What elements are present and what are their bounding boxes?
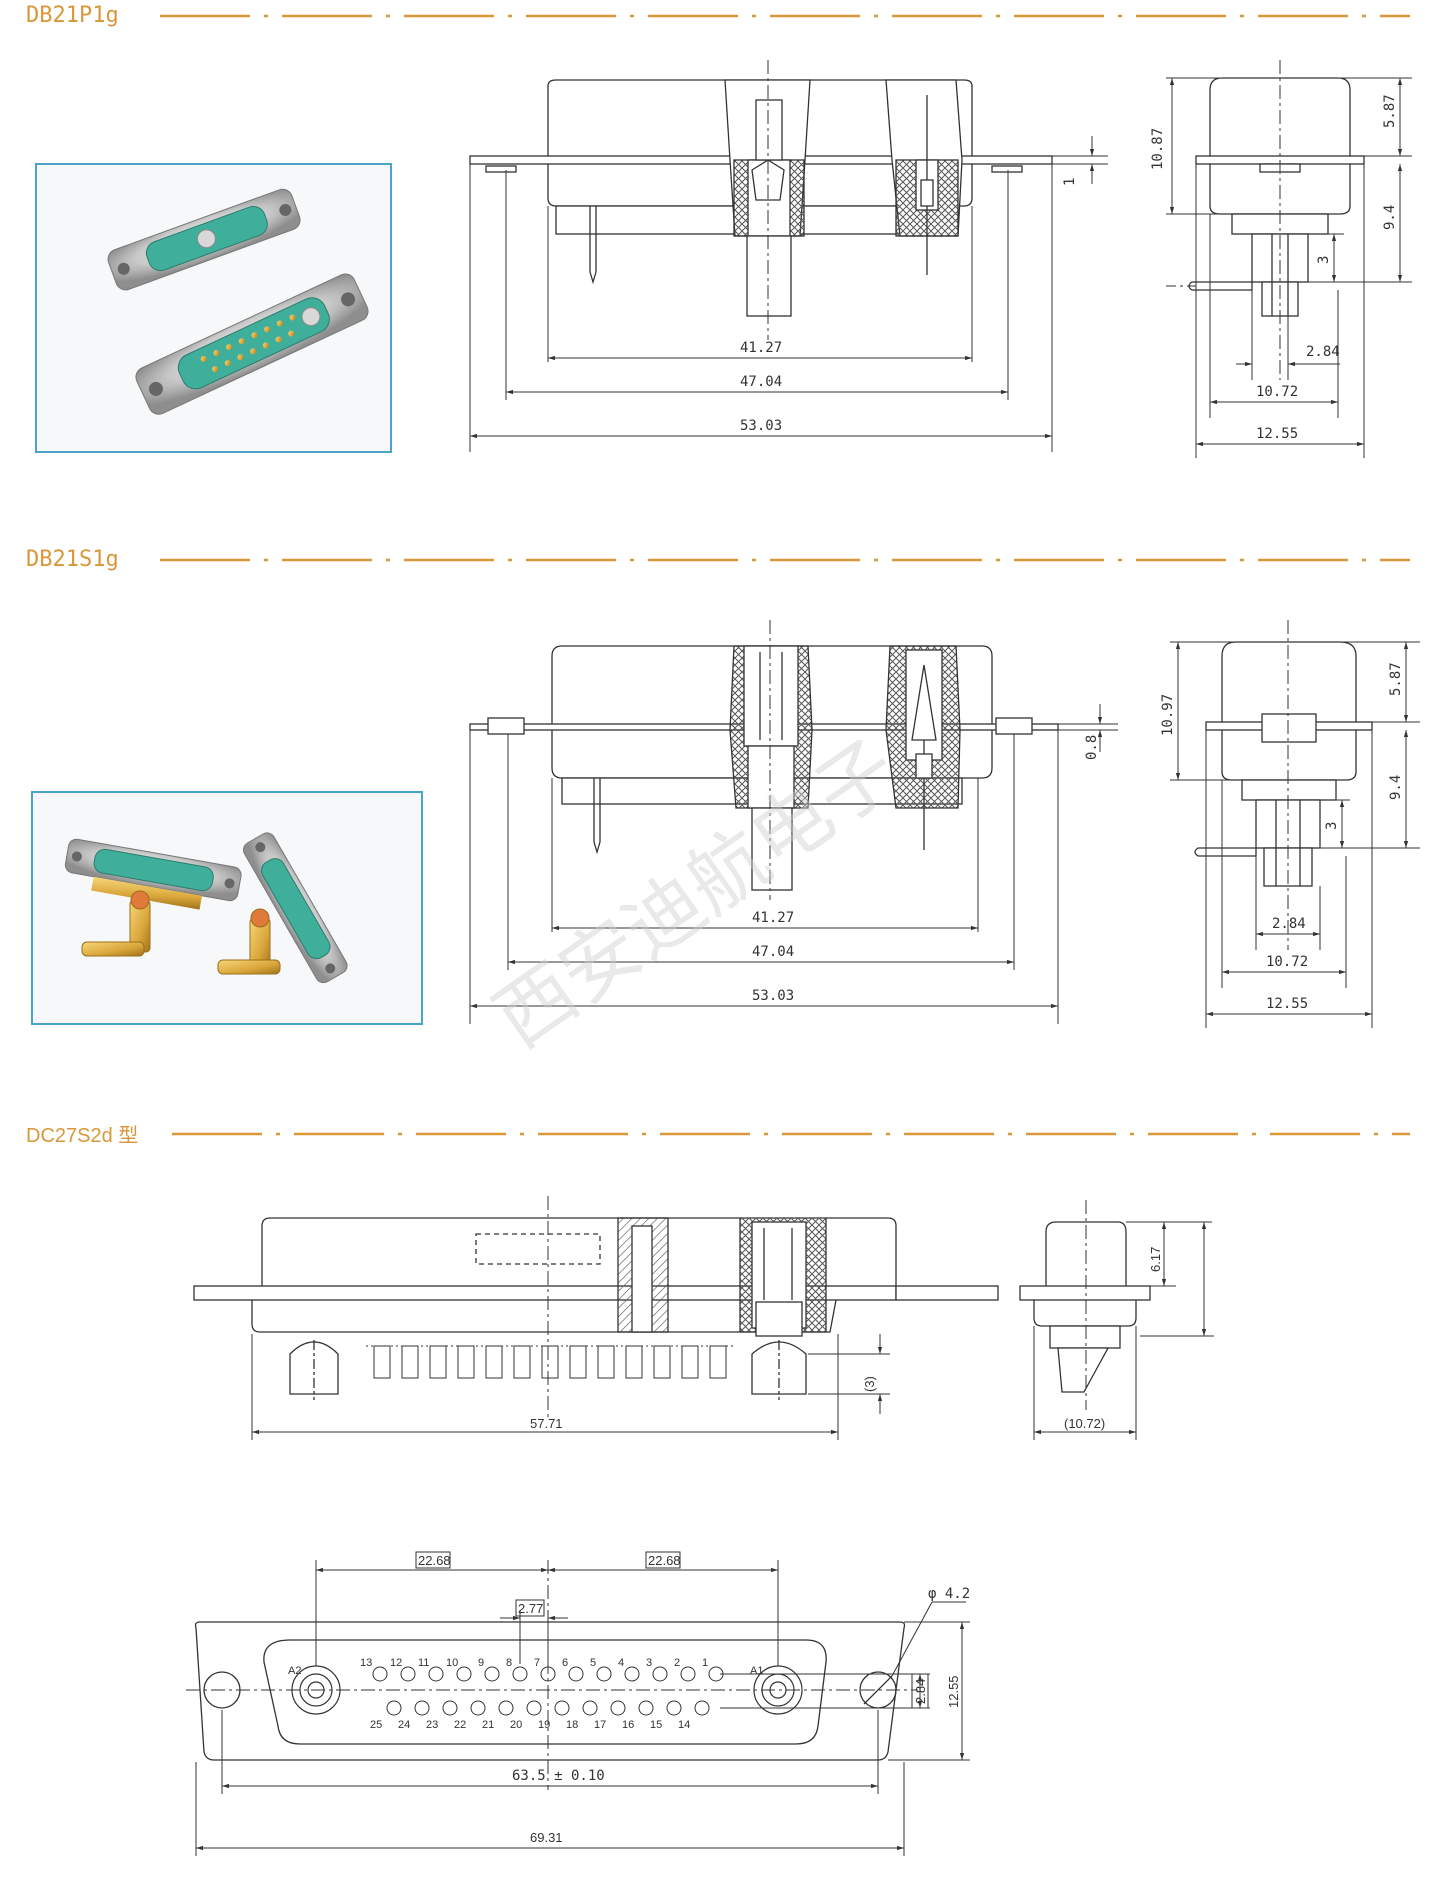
pin-label: 22: [454, 1719, 466, 1731]
side-dim-pin-b: 3: [1324, 822, 1340, 830]
face-view-shell: [194, 1621, 906, 1761]
pin-label: 19: [538, 1719, 550, 1731]
pin-label: 24: [398, 1719, 410, 1731]
side-dim-top-a: 5.87: [1382, 94, 1398, 128]
side-dim-top-b: 5.87: [1388, 662, 1404, 696]
section-1-header: DB21P1g: [26, 3, 1410, 28]
pin-label: 23: [426, 1719, 438, 1731]
pin-label: 14: [678, 1719, 690, 1731]
front-view-1-dimensions: [469, 136, 1108, 452]
side-dim-lower-b: 9.4: [1388, 775, 1404, 800]
pin-label: 5: [590, 1657, 596, 1669]
dim-flange-b: 0.8: [1084, 735, 1100, 760]
pin-label: 17: [594, 1719, 606, 1731]
side-view-2-dimensions: [1170, 620, 1420, 1028]
pin-label: 20: [510, 1719, 522, 1731]
section-2-header: DB21S1g: [26, 547, 1410, 572]
pin-label: 9: [478, 1657, 484, 1669]
pin-label: 8: [506, 1657, 512, 1669]
dim-22-68-left: 22.68: [418, 1553, 451, 1568]
pin-label: 4: [618, 1657, 624, 1669]
side-dim-pin-a: 3: [1316, 256, 1332, 264]
side-dim-w1-b: 10.72: [1266, 954, 1308, 970]
front-view-3-dimensions: [251, 1196, 890, 1440]
front-view-2-dimensions: [469, 620, 1118, 1024]
dim-53-03-b: 53.03: [752, 988, 794, 1004]
front-view-2: [469, 645, 1059, 891]
product-photo-1: [35, 163, 392, 453]
pin-label: 6: [562, 1657, 568, 1669]
watermark: 西安迪航电子: [479, 723, 914, 1065]
side-dim-6-17: 6.17: [1148, 1247, 1163, 1272]
pin-label: 15: [650, 1719, 662, 1731]
section-2-title: DB21S1g: [26, 547, 119, 572]
dim-41-27-a: 41.27: [740, 340, 782, 356]
dim-47-04-b: 47.04: [752, 944, 794, 960]
dim-pin-3: (3): [862, 1376, 877, 1392]
pin-label: 25: [370, 1719, 382, 1731]
section-3-header: DC27S2d 型: [26, 1124, 1410, 1147]
coax-label-a2: A2: [288, 1665, 301, 1677]
side-dim-lower-a: 9.4: [1382, 205, 1398, 230]
section-3-title: DC27S2d 型: [26, 1124, 138, 1147]
side-view-1-dimensions: [1166, 60, 1412, 458]
dim-41-27-b: 41.27: [752, 910, 794, 926]
dim-22-68-right: 22.68: [648, 1553, 681, 1568]
side-dim-pitch-b: 2.84: [1272, 916, 1306, 932]
side-view-1: [1188, 77, 1365, 317]
side-dim-height-b: 10.97: [1160, 694, 1176, 736]
dim-hole-dia: φ 4.2: [928, 1586, 970, 1602]
dim-63-5: 63.5 ± 0.10: [512, 1768, 605, 1784]
side-dim-w2-b: 12.55: [1266, 996, 1308, 1012]
pin-label: 3: [646, 1657, 652, 1669]
pin-label: 12: [390, 1657, 402, 1669]
side-dim-w1-a: 10.72: [1256, 384, 1298, 400]
side-view-3: [1019, 1221, 1151, 1393]
dim-flange-a: 1: [1062, 178, 1078, 186]
section-1-title: DB21P1g: [26, 3, 119, 28]
pin-label: 16: [622, 1719, 634, 1731]
face-bottom-row-labels: 25 24 23 22 21 20 19 18 17 16 15 14: [370, 1719, 690, 1731]
dim-57-71: 57.71: [530, 1416, 563, 1431]
side-dim-10-72: (10.72): [1064, 1416, 1105, 1431]
front-view-3: [193, 1217, 999, 1400]
front-view-3-contacts: [366, 1345, 734, 1379]
dim-69-31: 69.31: [530, 1830, 563, 1845]
coax-label-a1: A1: [750, 1665, 763, 1677]
dim-47-04-a: 47.04: [740, 374, 782, 390]
pin-label: 7: [534, 1657, 540, 1669]
pin-label: 2: [674, 1657, 680, 1669]
pin-label: 21: [482, 1719, 494, 1731]
pin-label: 1: [702, 1657, 708, 1669]
product-photo-2: [31, 791, 423, 1025]
dim-2-84-face: 2.84: [913, 1679, 928, 1704]
pin-label: 11: [418, 1657, 429, 1669]
dim-53-03-a: 53.03: [740, 418, 782, 434]
side-dim-w2-a: 12.55: [1256, 426, 1298, 442]
dim-12-55-face: 12.55: [946, 1675, 961, 1708]
face-top-row-labels: 13 12 11 10 9 8 7 6 5 4 3 2 1: [360, 1657, 708, 1669]
face-bottom-row-contacts: [386, 1700, 710, 1716]
front-view-1: [469, 79, 1053, 317]
side-dim-pitch-a: 2.84: [1306, 344, 1340, 360]
side-view-3-dimensions: [1033, 1200, 1214, 1440]
face-view-dimensions: [186, 1551, 970, 1856]
pin-label: 10: [446, 1657, 458, 1669]
dim-2-77: 2.77: [518, 1601, 543, 1616]
pin-label: 13: [360, 1657, 372, 1669]
side-dim-height-a: 10.87: [1150, 128, 1166, 170]
pin-label: 18: [566, 1719, 578, 1731]
